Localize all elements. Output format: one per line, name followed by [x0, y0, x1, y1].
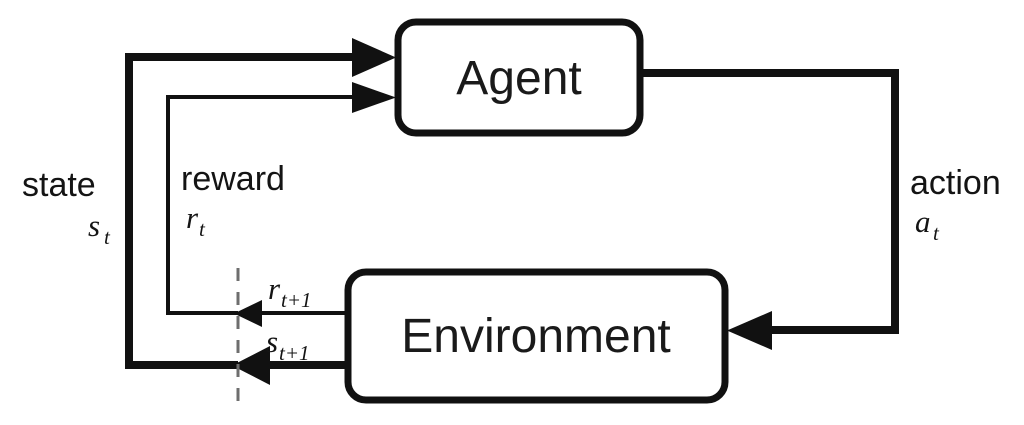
state-next-subscript: t+1 [279, 341, 310, 365]
label-state-next: s t+1 [266, 324, 310, 365]
reward-next-arrowhead [234, 300, 262, 327]
state-word-label: state [22, 166, 96, 204]
reward-symbol: r [186, 200, 199, 235]
action-path [640, 69, 899, 334]
reward-next-subscript: t+1 [281, 288, 312, 312]
node-environment[interactable]: Environment [344, 268, 729, 404]
action-symbol: a [915, 204, 931, 239]
action-symbol-subscript: t [933, 221, 940, 245]
action-arrowhead-into-environment [727, 311, 772, 350]
reward-symbol-subscript: t [199, 217, 206, 241]
reward-word-label: reward [181, 160, 285, 198]
label-reward: reward r t [181, 160, 285, 241]
state-next-arrowhead [232, 346, 270, 385]
reward-next-symbol: r [268, 271, 281, 306]
environment-box[interactable] [344, 268, 729, 404]
edge-action [640, 69, 899, 350]
edge-reward-next [234, 300, 348, 327]
reward-arrowhead-into-agent [352, 82, 396, 113]
state-arrowhead-into-agent [352, 38, 396, 77]
environment-label: Environment [401, 310, 670, 363]
state-symbol-subscript: t [104, 225, 111, 249]
label-action: action a t [910, 164, 1001, 245]
agent-label: Agent [456, 52, 581, 105]
state-next-symbol: s [266, 324, 278, 359]
label-reward-next: r t+1 [268, 271, 312, 312]
label-state: state s t [22, 166, 111, 249]
edge-state-next [232, 346, 348, 385]
edge-reward [166, 82, 396, 315]
agent-box[interactable] [394, 18, 644, 137]
edge-state [125, 38, 396, 369]
state-path [125, 53, 352, 369]
reward-path [166, 95, 352, 315]
action-word-label: action [910, 164, 1001, 202]
node-agent[interactable]: Agent [394, 18, 644, 137]
state-symbol: s [88, 208, 100, 243]
